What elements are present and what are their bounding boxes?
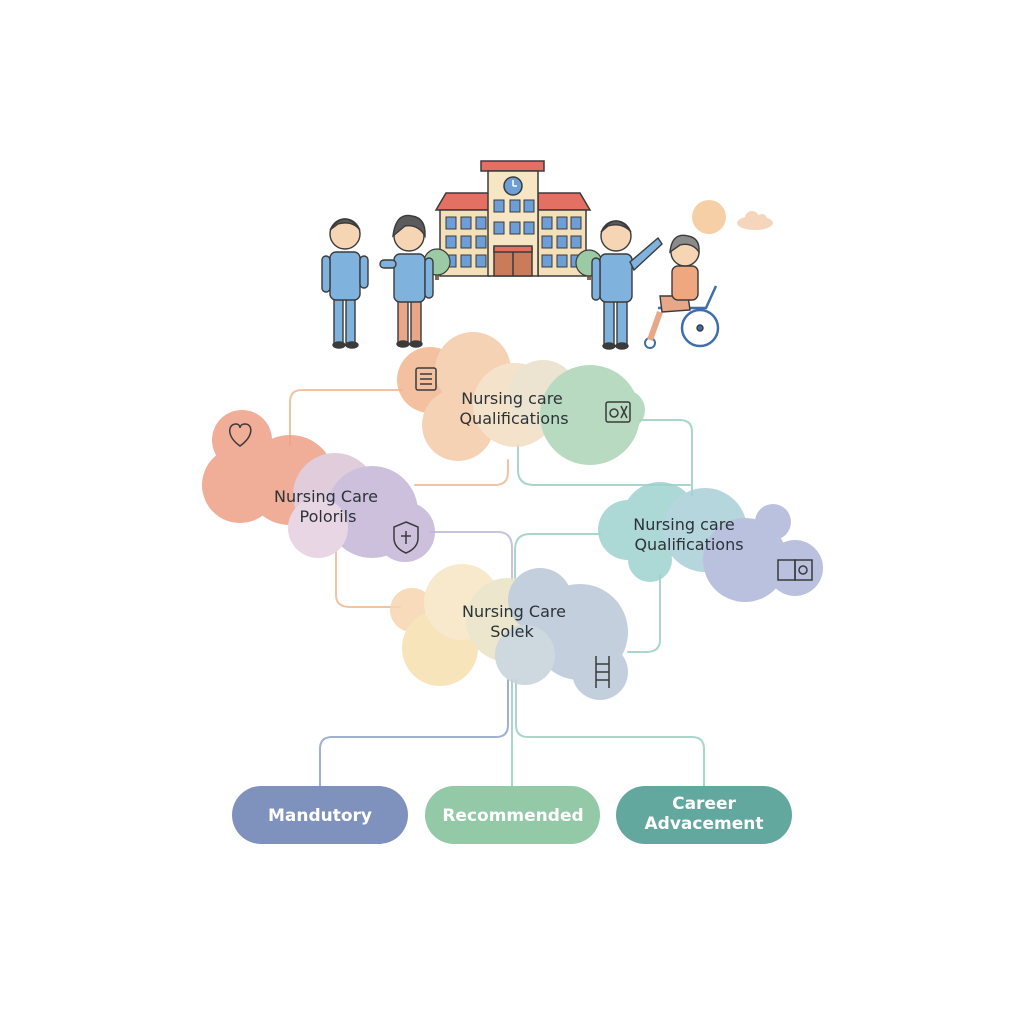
career-advancement-button[interactable]: Career Advacement: [616, 786, 792, 844]
shield-icon: [393, 521, 419, 554]
connector-top-center: [517, 444, 691, 486]
mandatory-label: Mandutory: [268, 806, 372, 826]
career-label-line1: Career: [672, 794, 736, 814]
connector-left-center: [335, 551, 401, 608]
cloud-right[interactable]: Nursing care Qualifications: [598, 482, 823, 602]
connector-top-right: [639, 419, 693, 496]
cloud-left-line2: Polorils: [300, 507, 357, 526]
recommended-button[interactable]: Recommended: [425, 786, 600, 844]
person-wheelchair: [644, 234, 720, 349]
cloud-left[interactable]: Nursing Care Polorils: [202, 410, 435, 562]
cloud-left-line1: Nursing Care: [274, 487, 378, 506]
heart-icon: [229, 423, 252, 447]
mandatory-button[interactable]: Mandutory: [232, 786, 408, 844]
cloud-top[interactable]: Nursing care Qualifications: [397, 332, 645, 465]
hospital-building: [434, 160, 592, 277]
cloud-right-line1: Nursing care: [633, 515, 735, 534]
ladder-icon: [595, 656, 610, 688]
cloud-right-line2: Qualifications: [634, 535, 743, 554]
tools-icon: [605, 401, 631, 423]
clock-icon: [503, 176, 523, 196]
connector-top-left: [289, 389, 403, 446]
cloud-center-line1: Nursing Care: [462, 602, 566, 621]
document-icon: [415, 367, 437, 391]
career-label-line2: Advacement: [645, 814, 764, 834]
connector-to-mandatory: [319, 679, 509, 787]
book-icon: [777, 559, 813, 581]
connectors: [289, 389, 705, 787]
connector-left-top: [414, 459, 509, 486]
connector-right-center2: [627, 574, 661, 653]
sun-icon: [692, 200, 726, 234]
small-cloud-icon: [737, 211, 773, 230]
person-nurse-pointing: [591, 220, 663, 350]
recommended-label: Recommended: [442, 806, 583, 826]
header-illustration: [321, 160, 773, 350]
cloud-center[interactable]: Nursing Care Solek: [390, 564, 628, 700]
cloud-top-line1: Nursing care: [461, 389, 563, 408]
cloud-top-line2: Qualifications: [459, 409, 568, 428]
connector-right-center: [514, 533, 601, 579]
cloud-center-line2: Solek: [490, 622, 534, 641]
connector-to-career: [515, 679, 705, 787]
person-nurse-left: [321, 218, 369, 349]
person-nurse-female: [379, 214, 434, 348]
connector-left-center2: [429, 531, 513, 581]
